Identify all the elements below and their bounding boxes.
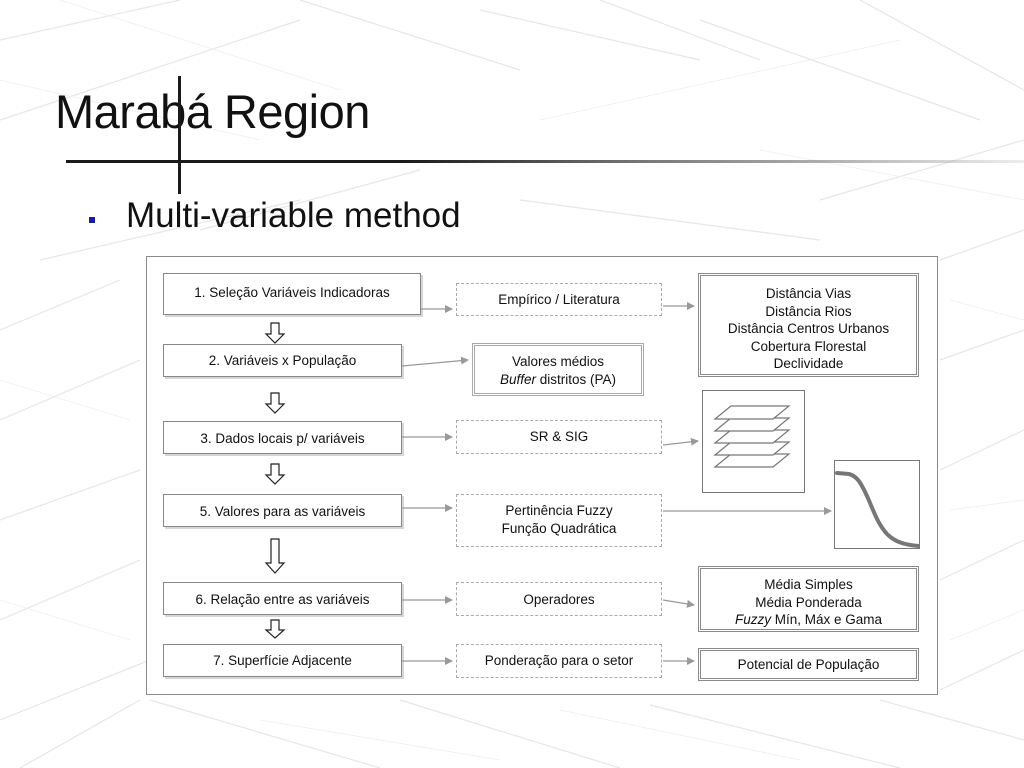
ponderacao-label: Ponderação para o setor [484,653,634,668]
ponderacao-box: Ponderação para o setor [456,644,662,678]
title-horizontal-rule [66,160,1024,163]
pertinencia-fuzzy-label: Pertinência Fuzzy [505,503,613,518]
operators-output-box: Média Simples Média Ponderada Fuzzy Mín,… [698,566,919,632]
fuzzy-curve-icon [835,471,921,548]
step-6-box: 6. Relação entre as variáveis [163,582,402,615]
step-2-box: 2. Variáveis x População [163,344,402,377]
fuzzy-ops-label: Fuzzy Mín, Máx e Gama [734,612,883,627]
variable-item: Distância Rios [765,303,852,319]
media-simples-label: Média Simples [764,577,853,592]
bullet-square-icon [89,217,95,223]
variable-item: Distância Vias [765,286,852,301]
gis-layers-icon [713,405,791,468]
step-7-label: 7. Superfície Adjacente [213,653,352,668]
step-5-label: 5. Valores para as variáveis [199,504,366,519]
potencial-label: Potencial de População [737,657,880,672]
step-1-box: 1. Seleção Variáveis Indicadoras [163,273,421,315]
variable-item: Declividade [773,356,844,371]
sr-sig-label: SR & SIG [529,429,589,444]
slide-title: Marabá Region [55,85,370,138]
down-arrow-icon [264,322,286,344]
step-7-box: 7. Superfície Adjacente [163,644,402,677]
variable-item: Cobertura Florestal [750,338,867,354]
down-arrow-icon [264,619,286,639]
down-arrow-icon [264,392,286,414]
buffer-distritos-label: Buffer distritos (PA) [499,371,617,387]
potencial-box: Potencial de População [698,648,919,681]
step-2-label: 2. Variáveis x População [208,353,357,368]
layers-box [702,390,805,493]
down-arrow-icon [264,463,286,485]
variable-item: Distância Centros Urbanos [727,321,890,336]
down-arrow-icon [264,538,286,574]
funcao-quadratica-label: Função Quadrática [501,520,617,536]
fuzzy-box: Pertinência Fuzzy Função Quadrática [456,494,662,547]
title-vertical-rule [178,76,181,194]
step-3-label: 3. Dados locais p/ variáveis [200,431,365,446]
arrow-operadores-output [662,599,695,608]
variables-box: Distância Vias Distância Rios Distância … [698,273,919,377]
operadores-box: Operadores [456,582,662,616]
operadores-label: Operadores [523,592,595,607]
step-1-label: 1. Seleção Variáveis Indicadoras [194,285,390,300]
valores-medios-label: Valores médios [511,354,605,369]
arrow-srsig-layers [662,437,699,446]
step-5-box: 5. Valores para as variáveis [163,494,402,527]
arrow-step2-valores [401,356,469,367]
empirico-box: Empírico / Literatura [456,283,662,316]
fuzzy-curve-box [834,460,921,549]
step-3-box: 3. Dados locais p/ variáveis [163,421,402,454]
valores-medios-box: Valores médios Buffer distritos (PA) [472,343,644,396]
bullet-text: Multi-variable method [126,196,461,235]
step-6-label: 6. Relação entre as variáveis [195,592,370,607]
empirico-label: Empírico / Literatura [498,292,620,307]
sr-sig-box: SR & SIG [456,420,662,454]
media-ponderada-label: Média Ponderada [755,594,862,610]
